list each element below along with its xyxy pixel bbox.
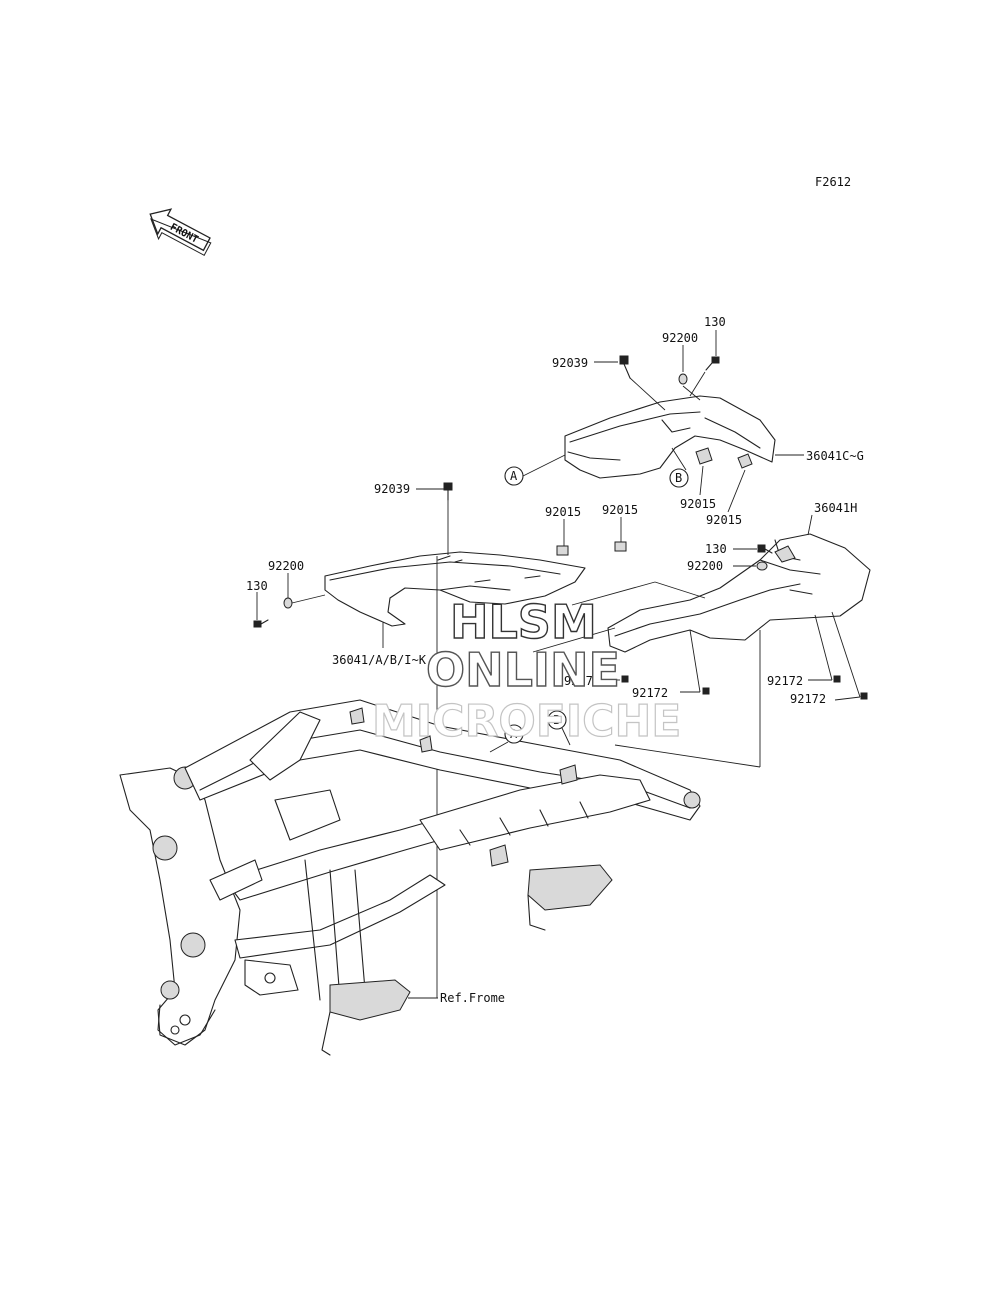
label-92200-right: 92200 [687, 559, 723, 573]
label-ref-frame: Ref.Frome [440, 991, 505, 1005]
callout-b-upper: B [669, 468, 689, 488]
rear-bracket [527, 864, 613, 911]
washer-92200-top [678, 373, 688, 385]
label-92172-center-b: 92172 [632, 686, 668, 700]
bolt-92039-middle [443, 482, 453, 501]
nut-92015-b [614, 541, 627, 552]
label-92015-right-b: 92015 [706, 513, 742, 527]
callout-a-frame: A [504, 724, 524, 744]
figure-number: F2612 [815, 175, 851, 189]
rear-cover-right [607, 533, 871, 653]
callout-a-upper: A [504, 466, 524, 486]
seat-cover-middle [324, 551, 586, 627]
label-92172-right-b: 92172 [790, 692, 826, 706]
label-92200-top: 92200 [662, 331, 698, 345]
svg-text:A: A [510, 727, 518, 741]
label-92015-middle-a: 92015 [545, 505, 581, 519]
label-36041c-g: 36041C~G [806, 449, 864, 463]
nut-92015-a [556, 545, 569, 556]
label-36041-a-b-i-k: 36041/A/B/I~K [332, 653, 427, 667]
screw-92172-c [833, 675, 841, 683]
svg-text:B: B [675, 471, 682, 485]
svg-text:B: B [553, 713, 560, 727]
label-92172-center-a: 92172 [564, 674, 600, 688]
label-36041h: 36041H [814, 501, 857, 515]
seat-cover-upper-right [564, 395, 776, 479]
bolt-130-right [757, 544, 773, 554]
front-direction-arrow-icon: FRONT [149, 208, 212, 256]
screw-92172-b [702, 687, 710, 695]
label-130-top: 130 [704, 315, 726, 329]
screw-92172-d [860, 692, 868, 700]
bolt-130-top [705, 356, 720, 371]
frame-pivot-bottom [160, 980, 180, 1000]
label-92172-right-a: 92172 [767, 674, 803, 688]
footrest-bracket [329, 979, 411, 1021]
bolt-92039-top [619, 355, 631, 379]
motorcycle-main-frame [119, 699, 701, 1056]
washer-92200-right [756, 561, 768, 571]
label-92039-top: 92039 [552, 356, 588, 370]
callout-b-frame: B [547, 710, 567, 730]
label-92015-middle-b: 92015 [602, 503, 638, 517]
label-92039-middle: 92039 [374, 482, 410, 496]
label-92200-left: 92200 [268, 559, 304, 573]
label-130-right: 130 [705, 542, 727, 556]
screw-92172-a [621, 675, 629, 683]
frame-pivot-lower [180, 932, 206, 958]
label-130-left: 130 [246, 579, 268, 593]
label-92015-right-a: 92015 [680, 497, 716, 511]
washer-92200-left [283, 597, 293, 609]
watermark-line-1: HLSM [450, 595, 597, 649]
watermark-line-2: ONLINE [426, 643, 620, 697]
rear-mount-boss [683, 791, 701, 809]
svg-text:A: A [510, 469, 518, 483]
bolt-130-left [253, 619, 269, 628]
frame-pivot-mid [152, 835, 178, 861]
watermark-line-3: MICROFICHE [372, 696, 681, 747]
